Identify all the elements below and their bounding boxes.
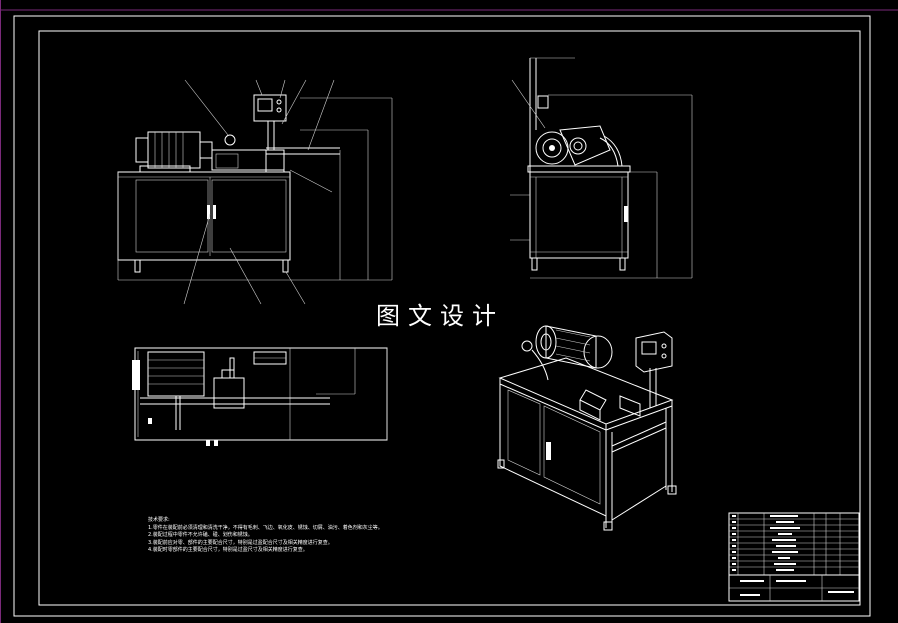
front-cabinet <box>117 171 291 261</box>
side-frame <box>529 171 629 259</box>
side-view <box>510 57 693 279</box>
sheet-outer-border <box>13 15 871 617</box>
front-door-left <box>135 179 209 253</box>
iso-motor <box>583 335 613 369</box>
front-control-box <box>253 94 287 122</box>
iso-cabinet-front <box>499 384 607 517</box>
front-door-right <box>211 179 287 253</box>
sheet-inner-border <box>38 30 861 606</box>
iso-table-top <box>498 357 674 425</box>
top-view <box>132 347 388 446</box>
notes-line: 3.装配前应对零、部件的主要配合尺寸，特别是过盈配合尺寸及相关精度进行复查。 <box>148 539 333 546</box>
iso-control-box <box>635 331 673 373</box>
watermark-text: 图文设计 <box>376 302 504 330</box>
isometric-view <box>497 325 677 531</box>
technical-notes: 技术要求: 1.零件在装配前必须清理和清洗干净，不得有毛刺、飞边、氧化皮、锈蚀、… <box>148 517 383 555</box>
front-view <box>117 79 393 305</box>
notes-title: 技术要求: <box>148 517 170 523</box>
top-motor <box>147 351 205 397</box>
notes-line: 4.装配时零部件的主要配合尺寸，特别是过盈尺寸及相关精度进行复查。 <box>148 547 308 553</box>
front-motor <box>147 131 201 169</box>
title-block <box>728 512 860 602</box>
notes-line: 2.装配过程中零件不允许磕、碰、划伤和锈蚀。 <box>148 532 253 538</box>
notes-line: 1.零件在装配前必须清理和清洗干净，不得有毛刺、飞边、氧化皮、锈蚀、切屑、油污、… <box>148 524 383 531</box>
